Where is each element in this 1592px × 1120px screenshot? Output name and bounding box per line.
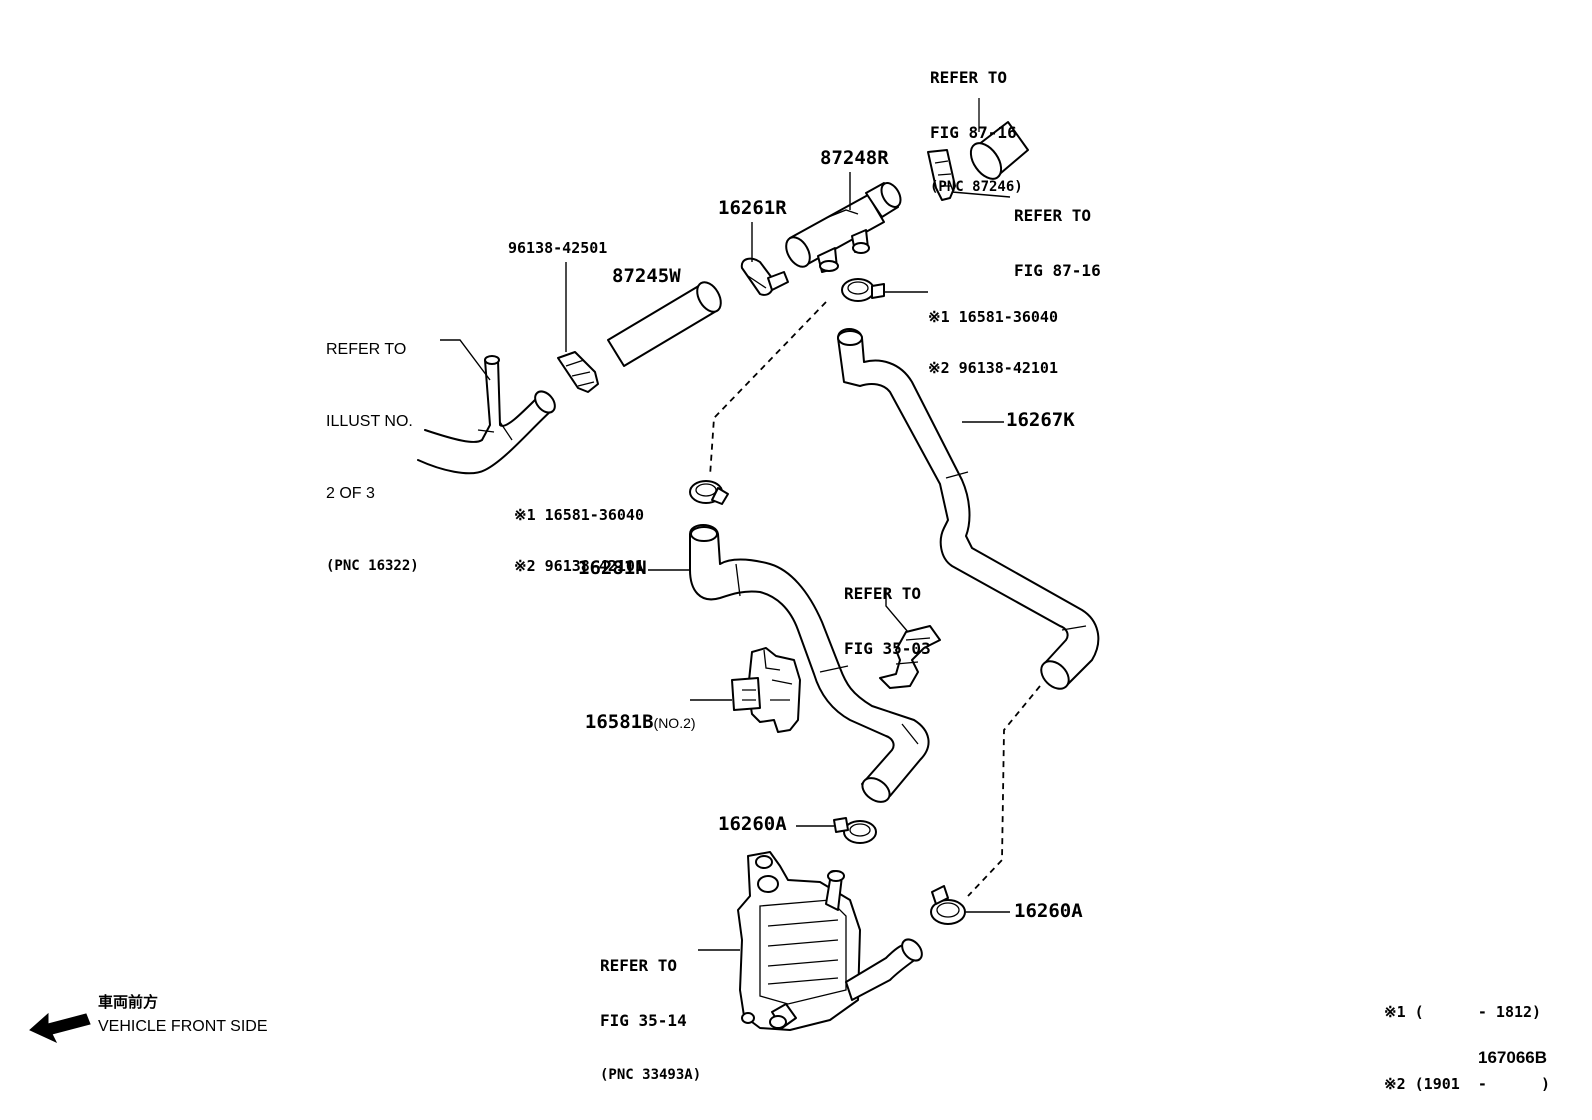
ref-line: ILLUST NO. [326, 413, 413, 430]
vehicle-front-arrow-icon [29, 1012, 91, 1044]
date-notes: ※1 ( - 1812) ※2 (1901 - ) [1384, 952, 1550, 1120]
label-16260A-lower: 16260A [1014, 900, 1083, 922]
ref-line: (PNC 33493A) [600, 1067, 702, 1084]
label-87248R: 87248R [820, 147, 889, 169]
hose-16267K [837, 328, 1100, 690]
label-16267K: 16267K [1006, 409, 1075, 431]
ref-line: FIG 87-16 [930, 122, 1017, 142]
ref-line: REFER TO [844, 583, 922, 603]
label-clamp-upper: ※1 16581-36040 ※2 96138-42101 [928, 274, 1058, 395]
ref-illust-16322: REFER TO ILLUST NO. 2 OF 3 (PNC 16322) [326, 290, 419, 602]
oil-cooler-33493A [698, 851, 923, 1031]
dash-line-lower [967, 685, 1041, 897]
clamp-upper [841, 278, 928, 302]
ref-line: REFER TO [930, 67, 1008, 87]
label-16581B-number: 16581B [584, 710, 654, 733]
hose-16281N [648, 524, 930, 803]
direction-en: VEHICLE FRONT SIDE [98, 1018, 268, 1035]
clip-96138-42501 [557, 262, 599, 393]
ref-line: (PNC 16322) [326, 558, 419, 574]
clamp-16260A-upper [796, 817, 877, 844]
ref-line: FIG 35-03 [844, 638, 931, 658]
note-1: ※1 ( - 1812) [1384, 1003, 1542, 1021]
ref-line: (PNC 87246) [930, 179, 1023, 196]
label-16281N: 16281N [578, 557, 647, 579]
ref-fig-35-14: REFER TO FIG 35-14 (PNC 33493A) [600, 920, 701, 1102]
hose-87246-end [969, 98, 1029, 180]
clamp-16260A-lower [930, 885, 1010, 925]
clip-35-03 [879, 588, 941, 689]
clip-87-16 [927, 149, 1011, 201]
hose-87245W [607, 281, 722, 367]
clamp-variant-1: ※1 16581-36040 [514, 505, 644, 524]
figure-id: 167066B [1478, 1048, 1548, 1067]
note-2: ※2 (1901 - ) [1384, 1075, 1551, 1093]
clamp-variant-2: ※2 96138-42101 [928, 359, 1058, 378]
ref-fig-35-03: REFER TO FIG 35-03 [844, 548, 931, 677]
clamp-variant-1: ※1 16581-36040 [928, 307, 1058, 326]
label-96138-42501: 96138-42501 [508, 239, 608, 257]
direction-jp: 車両前方 [98, 993, 159, 1011]
ref-fig-87-16-right: REFER TO FIG 87-16 [1014, 170, 1101, 299]
label-clamp-mid: ※1 16581-36040 ※2 96138-42101 [514, 472, 644, 593]
bracket-16581B [690, 647, 801, 733]
clamp-variant-2: ※2 96138-42101 [514, 557, 644, 576]
label-87245W: 87245W [612, 265, 681, 287]
ref-line: REFER TO [1014, 205, 1092, 225]
clamp-mid [689, 480, 729, 505]
joint-87248R [785, 172, 902, 273]
ref-fig-87-16-top: REFER TO FIG 87-16 (PNC 87246) [930, 32, 1023, 214]
label-16581B: 16581B(NO.2) [562, 690, 696, 734]
ref-line: FIG 87-16 [1014, 260, 1101, 280]
label-16260A-upper: 16260A [718, 813, 787, 835]
label-16261R: 16261R [718, 197, 787, 219]
ref-line: REFER TO [600, 955, 678, 975]
label-16581B-note: (NO.2) [653, 714, 696, 731]
clamp-16261R [740, 222, 789, 296]
ref-line: REFER TO [326, 341, 407, 358]
ref-line: 2 OF 3 [326, 485, 375, 502]
hose-16322-end [417, 339, 556, 475]
dash-line-upper [709, 301, 827, 477]
ref-line: FIG 35-14 [600, 1010, 687, 1030]
